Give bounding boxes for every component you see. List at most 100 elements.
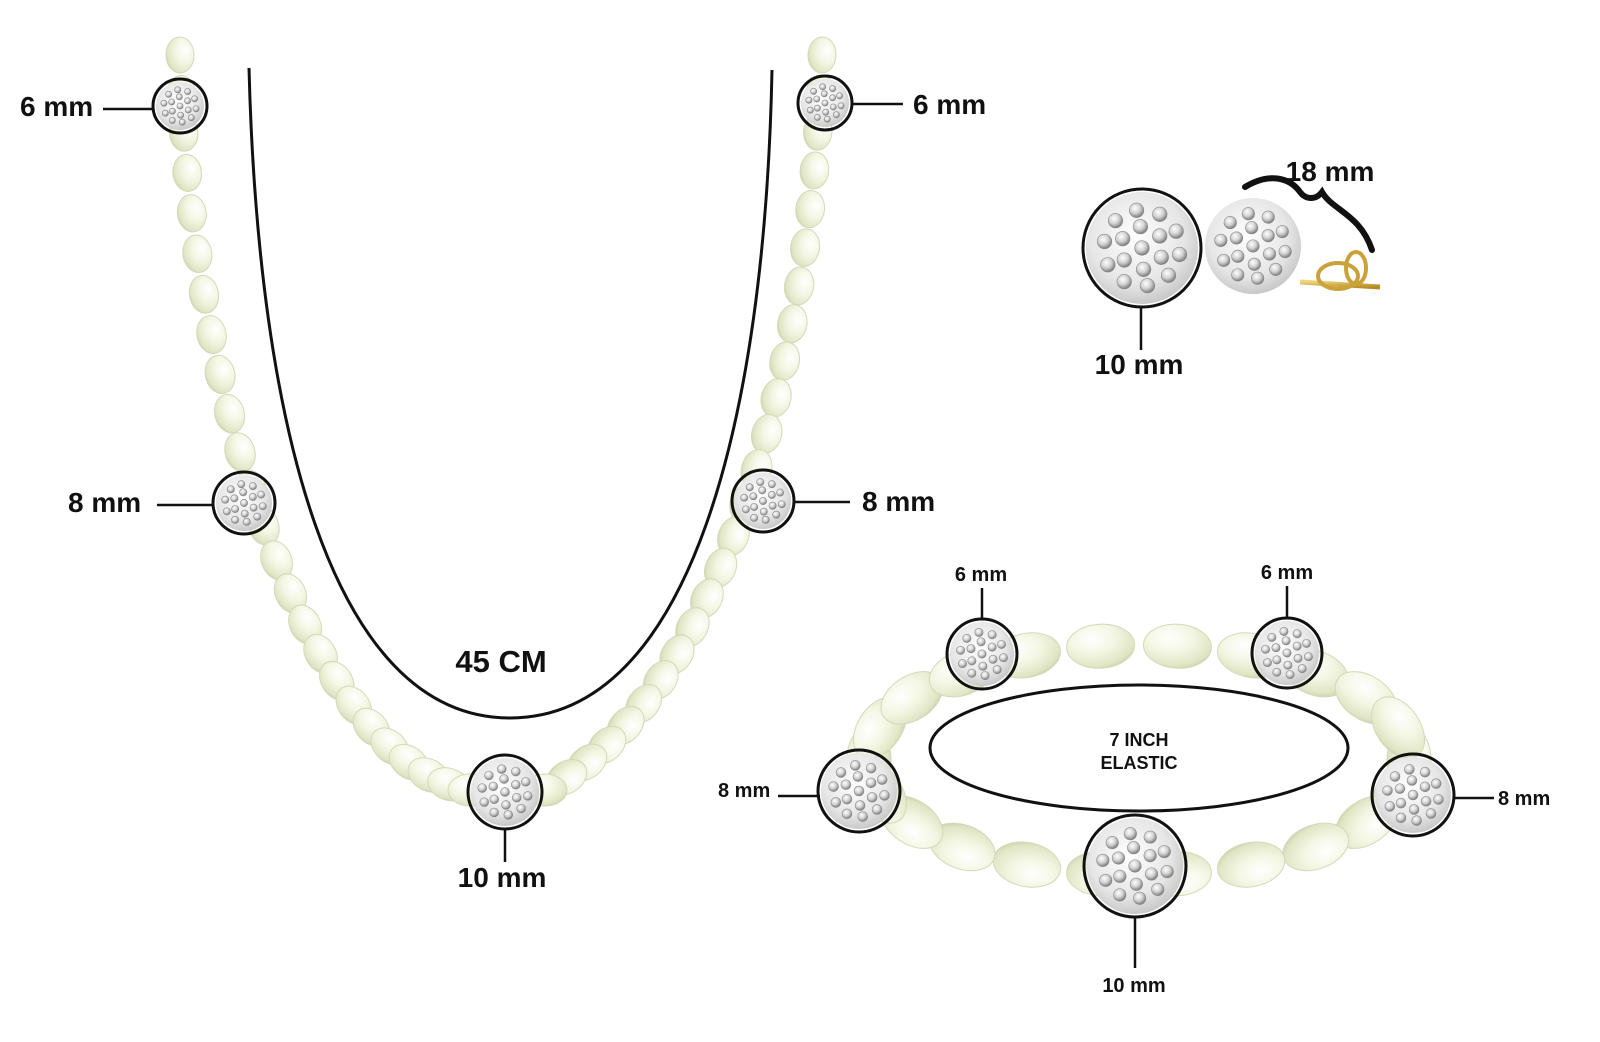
crystal-gem <box>1231 268 1245 282</box>
pearl-bead <box>1142 623 1212 669</box>
crystal-gem <box>1267 632 1277 642</box>
crystal-gem <box>777 500 786 509</box>
crystal-gem <box>165 90 173 98</box>
crystal-gem <box>1229 231 1244 245</box>
crystal-gem <box>240 499 248 507</box>
crystal-gem <box>1152 228 1168 244</box>
crystal-gem <box>974 628 984 637</box>
crystal-gem <box>998 653 1008 663</box>
crystal-gem <box>1283 660 1293 670</box>
crystal-gem <box>977 649 987 659</box>
crystal-gem <box>1430 778 1442 789</box>
pearl-bead <box>204 354 236 395</box>
crystal-gem <box>1261 644 1271 654</box>
crystal-gem <box>231 515 240 524</box>
crystal-gem <box>1157 845 1171 859</box>
crystal-gem <box>767 480 776 489</box>
crystal-gem <box>776 488 785 497</box>
crystal-gem <box>1281 636 1291 646</box>
crystal-ball <box>1081 187 1203 309</box>
crystal-gem <box>489 794 499 805</box>
crystal-gem <box>1384 801 1396 812</box>
crystal-ball <box>151 77 209 135</box>
crystal-gem <box>1113 869 1127 883</box>
crystal-gem <box>978 661 988 671</box>
crystal-gem <box>1096 233 1113 250</box>
crystal-gem <box>1382 785 1393 796</box>
size-callout-ring <box>1370 752 1456 838</box>
crystal-gem <box>1168 223 1184 239</box>
crystal-gem <box>1419 766 1431 778</box>
crystal-gem <box>1116 274 1132 290</box>
crystal-ball <box>1250 616 1324 690</box>
crystal-gem <box>1152 206 1168 222</box>
bracelet-bottom-size-label: 10 mm <box>1102 975 1165 997</box>
crystal-gem <box>230 494 239 503</box>
crystal-gem <box>184 88 192 95</box>
crystal-gem <box>1214 233 1228 247</box>
crystal-gem <box>976 637 986 647</box>
bracelet-right-size-label: 8 mm <box>1498 788 1550 810</box>
bracelet-left-size-label: 8 mm <box>718 780 770 802</box>
bracelet-top-right-size-label: 6 mm <box>1261 562 1313 584</box>
bracelet-top-left-size-label: 6 mm <box>955 564 1007 586</box>
crystal-gem <box>503 810 514 820</box>
crystal-gem <box>854 800 866 811</box>
crystal-gem <box>176 102 184 110</box>
crystal-gem <box>829 85 837 92</box>
crystal-gem <box>813 114 821 121</box>
crystal-gem <box>178 118 186 126</box>
crystal-ball <box>211 470 277 536</box>
crystal-gem <box>1160 865 1174 879</box>
crystal-gem <box>516 803 526 814</box>
crystal-gem <box>1279 627 1289 636</box>
crystal-gem <box>841 808 853 820</box>
crystal-gem <box>852 771 864 782</box>
crystal-gem <box>1099 873 1113 887</box>
crystal-gem <box>479 797 489 807</box>
crystal-gem <box>988 654 998 664</box>
crystal-gem <box>866 792 878 803</box>
crystal-gem <box>958 659 967 669</box>
crystal-gem <box>836 92 844 100</box>
crystal-gem <box>174 86 182 94</box>
crystal-gem <box>1171 246 1188 263</box>
crystal-gem <box>758 486 767 495</box>
crystal-gem <box>967 656 977 666</box>
earring-back <box>1316 261 1360 291</box>
crystal-gem <box>1389 771 1401 782</box>
crystal-gem <box>768 501 777 510</box>
crystal-gem <box>1116 252 1132 268</box>
crystal-gem <box>829 94 837 102</box>
crystal-gem <box>161 109 169 117</box>
crystal-gem <box>1115 231 1131 247</box>
crystal-ball <box>730 468 796 534</box>
size-callout-ring <box>816 748 902 834</box>
crystal-gem <box>175 93 183 101</box>
pearl-bead <box>182 234 213 274</box>
earring-post <box>1299 279 1381 290</box>
crystal-gem <box>221 495 230 504</box>
crystal-gem <box>962 633 972 643</box>
crystal-gem <box>191 95 199 103</box>
crystal-balls <box>151 74 1456 919</box>
crystal-gem <box>1129 877 1143 891</box>
pearl-bead <box>224 432 256 472</box>
crystal-gem <box>1245 221 1259 235</box>
necklace-bottom-size-label: 10 mm <box>458 862 547 893</box>
crystal-gem <box>1123 827 1137 841</box>
crystal-gem <box>850 760 861 771</box>
necklace-length-curve <box>247 67 774 720</box>
crystal-gem <box>829 103 837 111</box>
crystal-gem <box>967 668 977 678</box>
crystal-gem <box>1128 859 1142 873</box>
crystal-gem <box>184 106 192 114</box>
pearl-bead <box>760 378 792 418</box>
crystal-gem <box>1297 664 1307 674</box>
crystal-gem <box>237 480 246 489</box>
pearl-beads <box>165 36 1432 897</box>
crystal-gem <box>1408 804 1420 815</box>
crystal-gem <box>822 108 830 116</box>
crystal-gem <box>741 505 750 514</box>
crystal-gem <box>1394 783 1406 794</box>
